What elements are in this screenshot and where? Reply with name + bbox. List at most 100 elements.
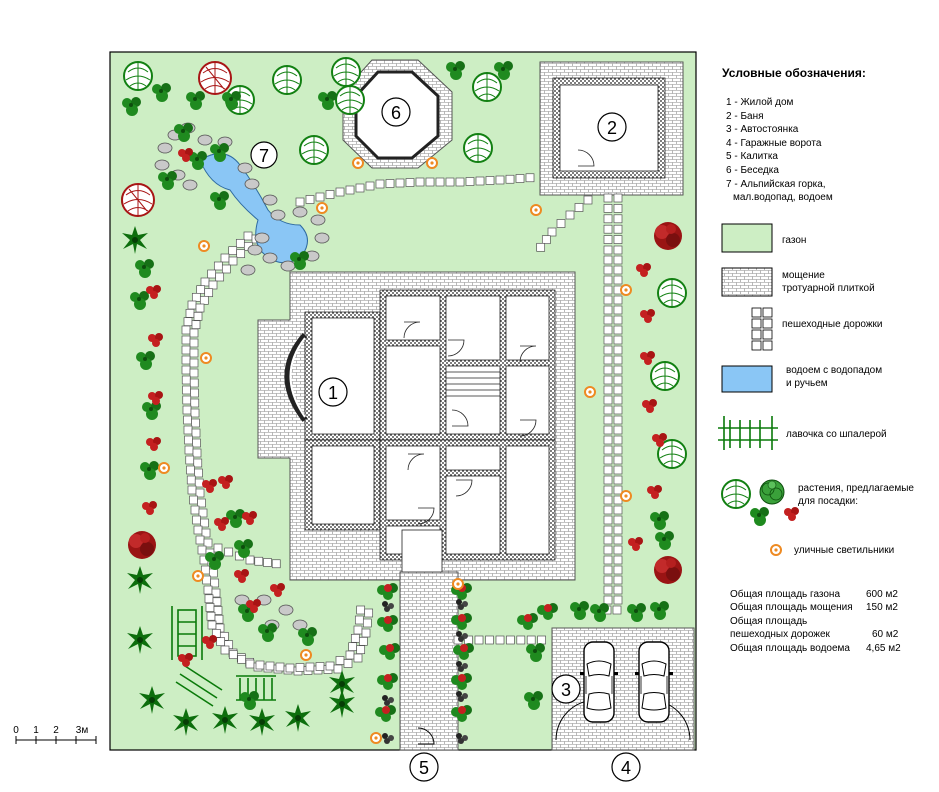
- stepping-stone: [192, 448, 202, 458]
- stepping-stone: [547, 227, 557, 237]
- stone: [154, 159, 170, 171]
- total-paving-value: 150 м2: [866, 602, 898, 614]
- street-light-icon: [300, 649, 312, 661]
- stepping-stone: [356, 605, 366, 615]
- stepping-stone: [425, 177, 435, 187]
- car-1: [579, 641, 619, 723]
- stepping-stone: [350, 633, 360, 643]
- stepping-stone: [603, 193, 613, 203]
- stepping-stone: [613, 415, 623, 425]
- stepping-stone: [192, 438, 201, 448]
- legend-item-1: 1 - Жилой дом: [726, 97, 794, 108]
- stepping-stone: [375, 179, 385, 189]
- stepping-stone: [603, 595, 613, 605]
- stone: [244, 178, 260, 190]
- stepping-stone: [210, 578, 220, 588]
- stepping-stone: [254, 556, 264, 566]
- stepping-stone: [613, 214, 623, 224]
- marker-6: 6: [381, 97, 411, 127]
- stepping-stone: [213, 606, 223, 615]
- stepping-stone: [221, 264, 231, 274]
- stepping-stone: [603, 245, 613, 255]
- stepping-stone: [613, 395, 623, 405]
- street-light-icon: [200, 352, 212, 364]
- stepping-stone: [325, 190, 335, 199]
- stone: [247, 244, 263, 256]
- scale-label-0: 0: [13, 725, 19, 736]
- stepping-stone: [613, 295, 623, 305]
- stepping-stone: [495, 175, 505, 185]
- stepping-stone: [603, 345, 613, 355]
- stepping-stone: [603, 395, 613, 405]
- stepping-stone: [204, 288, 214, 298]
- stepping-stone: [385, 179, 395, 188]
- stepping-stone: [228, 246, 238, 256]
- stepping-stone: [613, 315, 623, 325]
- stepping-stone: [565, 210, 575, 220]
- stepping-stone: [475, 176, 485, 186]
- stepping-stone: [220, 645, 230, 655]
- stepping-stone: [295, 197, 305, 207]
- stepping-stone: [305, 195, 315, 204]
- stepping-stone: [613, 425, 623, 435]
- stepping-stone: [228, 256, 238, 266]
- stepping-stone: [345, 185, 355, 195]
- stepping-stone: [191, 428, 201, 438]
- stepping-stone: [603, 575, 613, 585]
- stepping-stone: [603, 465, 613, 475]
- svg-text:1: 1: [328, 383, 338, 403]
- stepping-stone: [216, 637, 226, 647]
- stepping-stone: [603, 525, 613, 535]
- red-tree-icon: [128, 531, 156, 559]
- scale-label-2: 2: [53, 725, 59, 736]
- legend-pond-label-2: и ручьем: [786, 378, 828, 389]
- stepping-stone: [193, 525, 203, 535]
- tree-icon: [335, 85, 365, 115]
- stepping-stone: [613, 455, 623, 465]
- stepping-stone: [195, 535, 205, 545]
- stepping-stone: [603, 415, 613, 425]
- street-light-icon: [620, 490, 632, 502]
- stepping-stone: [186, 475, 196, 485]
- stone: [270, 209, 286, 221]
- stepping-stone: [603, 455, 613, 465]
- stepping-stone: [195, 488, 205, 498]
- stepping-stone: [603, 325, 613, 335]
- stepping-stone: [613, 265, 623, 275]
- stepping-stone: [603, 255, 613, 265]
- stepping-stone: [613, 585, 623, 595]
- red-tree-icon: [654, 556, 682, 584]
- stepping-stone: [613, 465, 623, 475]
- scale-label-3: 3м: [76, 725, 89, 736]
- red-tree-icon: [654, 222, 682, 250]
- path-swatch: [751, 307, 773, 351]
- stepping-stone: [613, 525, 623, 535]
- tree-icon: [123, 61, 153, 91]
- stepping-stone: [556, 219, 566, 228]
- legend-item-4: 4 - Гаражные ворота: [726, 137, 822, 149]
- stepping-stone: [197, 498, 206, 508]
- stepping-stone: [245, 555, 255, 565]
- street-light-icon: [620, 284, 632, 296]
- stepping-stone: [516, 635, 526, 645]
- tree-icon: [331, 57, 361, 87]
- stepping-stone: [220, 253, 230, 263]
- legend-pond-label-1: водоем с водопадом: [786, 365, 883, 376]
- legend-item-5: 5 - Калитка: [726, 151, 778, 163]
- stepping-stone: [613, 505, 623, 515]
- stepping-stone: [315, 192, 325, 202]
- stepping-stone: [243, 231, 253, 241]
- stepping-stone: [526, 635, 536, 645]
- stepping-stone: [603, 305, 613, 315]
- stepping-stone: [237, 654, 247, 664]
- stepping-stone: [212, 597, 222, 607]
- stepping-stone: [201, 528, 211, 538]
- stepping-stone: [603, 335, 613, 345]
- legend-plants-label-1: растения, предлагаемые: [798, 483, 914, 494]
- stepping-stone: [228, 650, 238, 660]
- red-tree-icon: [121, 183, 155, 217]
- stepping-stone: [193, 458, 203, 468]
- svg-text:5: 5: [419, 758, 429, 778]
- marker-7: 7: [250, 141, 278, 169]
